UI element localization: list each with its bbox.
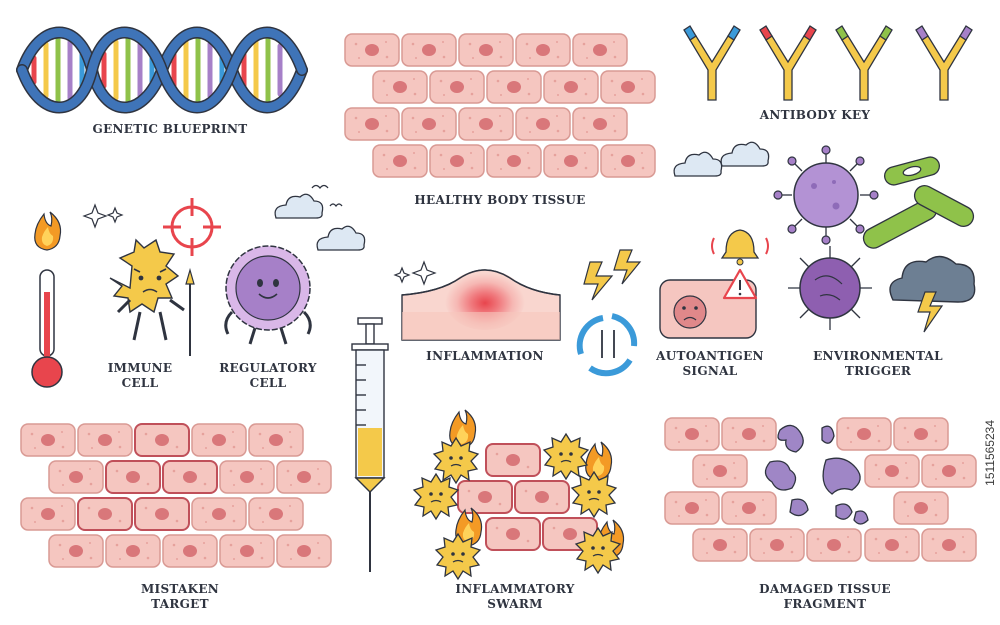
label-healthy-body-tissue: HEALTHY BODY TISSUE — [414, 193, 586, 207]
sparkle-icon — [82, 203, 437, 286]
storm-cloud-icon — [889, 255, 976, 333]
immune-cell-character — [109, 238, 195, 356]
dna-icon — [16, 26, 308, 114]
spiky-pathogen-icon — [788, 246, 872, 330]
lightning-icon — [583, 249, 642, 301]
damaged-tissue-illustration — [664, 417, 977, 562]
target-icon — [163, 198, 221, 256]
label-inflammation: INFLAMMATION — [426, 349, 544, 363]
cloud-icon — [316, 225, 366, 251]
cloud-icon — [673, 151, 723, 177]
syringe-icon — [351, 317, 389, 572]
thermometer-icon — [31, 269, 63, 388]
bacteria-icon — [862, 156, 975, 249]
healthy-tissue-illustration — [344, 33, 656, 178]
warning-icon — [722, 268, 758, 300]
bird-icon — [311, 184, 343, 208]
flame-icon — [34, 211, 62, 251]
cloud-icon — [720, 141, 770, 167]
stock-id: 1511565234 — [983, 420, 997, 486]
cloud-icon — [274, 193, 324, 219]
cycle-arrows-icon — [576, 313, 638, 377]
label-antibody-key: ANTIBODY KEY — [759, 108, 871, 122]
label-genetic-blueprint: GENETIC BLUEPRINT — [92, 122, 248, 136]
inflammatory-swarm-illustration — [413, 409, 625, 580]
virus-icon — [773, 145, 879, 245]
antibody-icon — [683, 25, 973, 101]
bell-icon — [711, 229, 769, 266]
inflammation-illustration — [401, 269, 561, 341]
regulatory-cell-character — [224, 245, 312, 345]
mistaken-target-tissue — [20, 423, 332, 568]
